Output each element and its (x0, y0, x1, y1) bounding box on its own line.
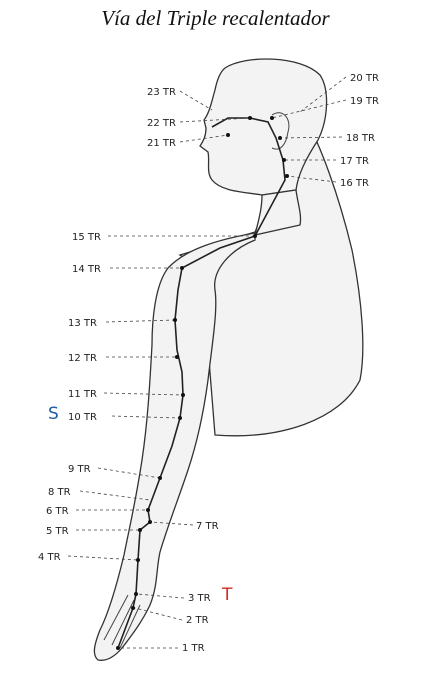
point-label-5: 5 TR (46, 526, 69, 537)
leader-line-10 (111, 415, 181, 419)
acupoint-dot-19 (270, 116, 274, 120)
acupoint-dot-15 (253, 234, 257, 238)
point-label-19: 19 TR (350, 96, 379, 107)
leader-line-16 (286, 175, 337, 183)
point-label-2: 2 TR (186, 615, 209, 626)
point-label-6: 6 TR (46, 506, 69, 517)
leader-line-7 (149, 521, 194, 526)
leader-line-2 (134, 607, 183, 621)
acupoint-dot-9 (158, 476, 162, 480)
point-label-3: 3 TR (188, 593, 211, 604)
acupoint-dot-13 (173, 318, 177, 322)
body-neck (254, 189, 302, 236)
point-label-10: 10 TR (68, 412, 97, 423)
point-label-9: 9 TR (68, 464, 91, 475)
leader-line-9 (97, 467, 161, 479)
acupoint-dot-11 (181, 393, 185, 397)
acupoint-dot-2 (131, 606, 135, 610)
leader-line-18 (279, 136, 343, 139)
acupoint-dot-7 (148, 520, 152, 524)
acupoint-dot-1 (116, 646, 120, 650)
leader-line-11 (103, 392, 184, 396)
marker-s: S (48, 404, 59, 424)
diagram-title: Vía del Triple recalentador (101, 6, 330, 30)
ear-detail (271, 112, 290, 150)
point-label-23: 23 TR (147, 87, 176, 98)
acupoint-dot-5 (138, 528, 142, 532)
point-label-4: 4 TR (38, 552, 61, 563)
acupoint-dot-4 (136, 558, 140, 562)
point-label-1: 1 TR (182, 643, 205, 654)
leader-line-21 (179, 134, 229, 143)
marker-t: T (221, 585, 233, 605)
point-label-18: 18 TR (346, 133, 375, 144)
acupoint-dot-21 (226, 133, 230, 137)
body-head (199, 58, 328, 196)
leader-line-23 (179, 90, 213, 111)
acupoint-dot-16 (285, 174, 289, 178)
body-arm (93, 232, 256, 661)
point-label-21: 21 TR (147, 138, 176, 149)
point-label-14: 14 TR (72, 264, 101, 275)
point-label-22: 22 TR (147, 118, 176, 129)
leader-line-3 (136, 593, 185, 599)
hand-detail (103, 594, 141, 649)
point-label-13: 13 TR (68, 318, 97, 329)
acupoint-dot-10 (178, 416, 182, 420)
acupoint-dot-22 (248, 116, 252, 120)
point-labels: 1 TR 2 TR 3 TR 4 TR 5 TR 6 TR 7 TR 8 TR 9 TR 10 T… (38, 73, 379, 654)
point-label-7: 7 TR (196, 521, 219, 532)
acupoint-dot-14 (180, 266, 184, 270)
leader-line-19 (271, 99, 347, 119)
point-label-16: 16 TR (340, 178, 369, 189)
point-label-15: 15 TR (72, 232, 101, 243)
acupoint-dot-3 (134, 592, 138, 596)
point-label-12: 12 TR (68, 353, 97, 364)
acupoint-dot-18 (278, 136, 282, 140)
point-label-11: 11 TR (68, 389, 97, 400)
leader-line-20 (299, 76, 347, 113)
point-label-20: 20 TR (350, 73, 379, 84)
acupoint-dot-6 (146, 508, 150, 512)
acupoint-dot-17 (282, 158, 286, 162)
acupoint-dot-12 (175, 355, 179, 359)
point-label-8: 8 TR (48, 487, 71, 498)
point-label-17: 17 TR (340, 156, 369, 167)
